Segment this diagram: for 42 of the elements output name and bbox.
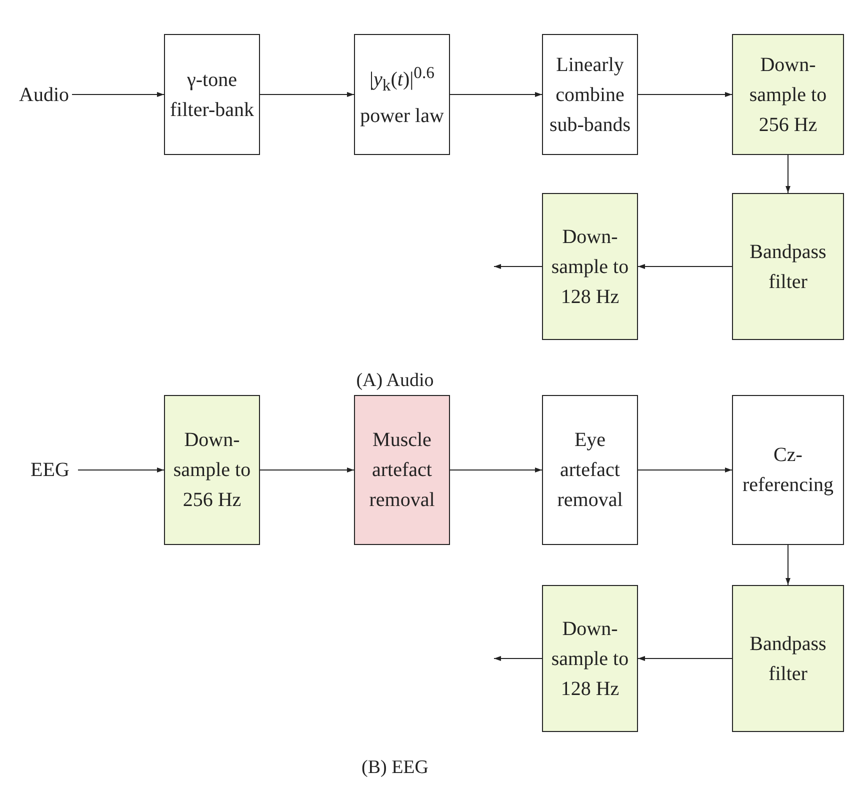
box-label: Bandpass filter (748, 240, 828, 294)
figure-caption: (A) Audio (356, 370, 434, 392)
box-label: Bandpass filter (748, 632, 828, 686)
arrow (638, 264, 732, 269)
process-box (354, 395, 450, 545)
arrow (638, 92, 732, 97)
box-label: Down-sample to 256 Hz (172, 428, 252, 513)
process-box (732, 193, 844, 340)
arrow (450, 92, 542, 97)
box-label: Down-sample to 256 Hz (748, 52, 828, 138)
arrow (78, 468, 164, 472)
arrow (260, 92, 354, 97)
box-label: Down-sample to 128 Hz (550, 224, 630, 310)
box-label: |y$_{k}$(t)|$^{0.6}$ power law (359, 62, 445, 129)
process-box (542, 34, 638, 155)
input-label: EEG (30, 458, 70, 483)
process-box (542, 193, 638, 340)
process-box (732, 395, 844, 545)
box-label: Down-sample to 128 Hz (550, 616, 630, 702)
arrow (638, 656, 732, 661)
arrow (450, 468, 542, 472)
arrow (494, 264, 542, 269)
box-label: Linearly combine sub-bands (548, 52, 632, 138)
process-box (164, 34, 260, 155)
box-label: Cz-referencing (741, 443, 835, 498)
arrow (494, 656, 542, 661)
arrow (260, 468, 354, 472)
box-label: Muscle artefact removal (368, 428, 436, 513)
process-box (542, 585, 638, 732)
arrow (638, 468, 732, 472)
arrow (786, 544, 790, 586)
arrow (72, 92, 164, 97)
box-label: Eye artefact removal (556, 428, 624, 513)
box-label: γ-tone filter-bank (168, 68, 255, 122)
process-box (164, 395, 260, 545)
arrow (786, 154, 790, 194)
process-box (732, 34, 844, 155)
process-box (542, 395, 638, 545)
process-box (354, 34, 450, 155)
input-label: Audio (19, 83, 69, 108)
figure-caption: (B) EEG (362, 757, 428, 779)
process-box (732, 585, 844, 732)
